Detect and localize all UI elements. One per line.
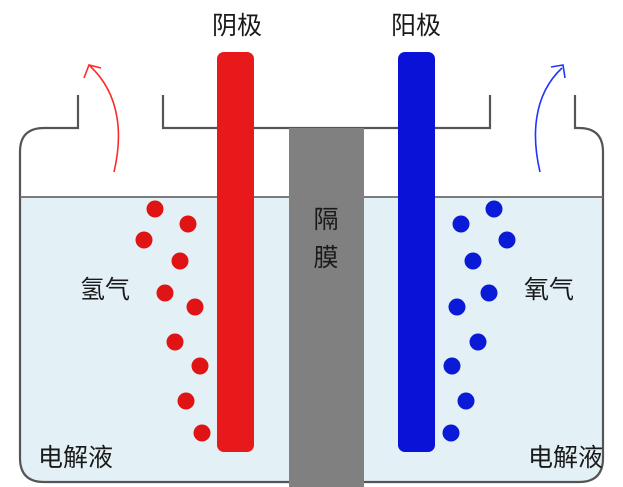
hydrogen-label: 氢气 [80,275,130,304]
oxygen-bubble [452,215,470,233]
hydrogen-bubble [193,424,211,442]
hydrogen-bubble [135,231,153,249]
oxygen-bubble [464,252,482,270]
cell-lid [161,95,492,130]
electrolyte-label-right: 电解液 [528,443,603,472]
membrane-label-char-1: 隔 [313,205,338,234]
oxygen-bubble [485,200,503,218]
hydrogen-bubble [171,252,189,270]
hydrogen-bubbles [135,200,211,442]
hydrogen-bubble [191,357,209,375]
oxygen-bubbles [442,200,516,442]
oxygen-bubble [498,231,516,249]
oxygen-bubble [480,284,498,302]
cathode-electrode [217,52,254,452]
oxygen-bubble [442,424,460,442]
anode-electrode [398,52,435,452]
hydrogen-bubble [186,298,204,316]
membrane [289,128,364,487]
oxygen-bubble [448,298,466,316]
hydrogen-outlet-arrow [83,64,120,173]
electrolyte-label-left: 电解液 [38,443,113,472]
hydrogen-bubble [177,392,195,410]
oxygen-outlet-arrow [534,64,566,173]
hydrogen-bubble [156,284,174,302]
hydrogen-bubble [179,215,197,233]
oxygen-label: 氧气 [524,275,574,304]
oxygen-bubble [469,333,487,351]
hydrogen-bubble [166,333,184,351]
oxygen-bubble [443,357,461,375]
hydrogen-bubble [146,200,164,218]
anode-label: 阳极 [391,11,441,40]
oxygen-bubble [457,392,475,410]
membrane-label-char-2: 膜 [313,243,338,272]
cathode-label: 阴极 [212,11,262,40]
